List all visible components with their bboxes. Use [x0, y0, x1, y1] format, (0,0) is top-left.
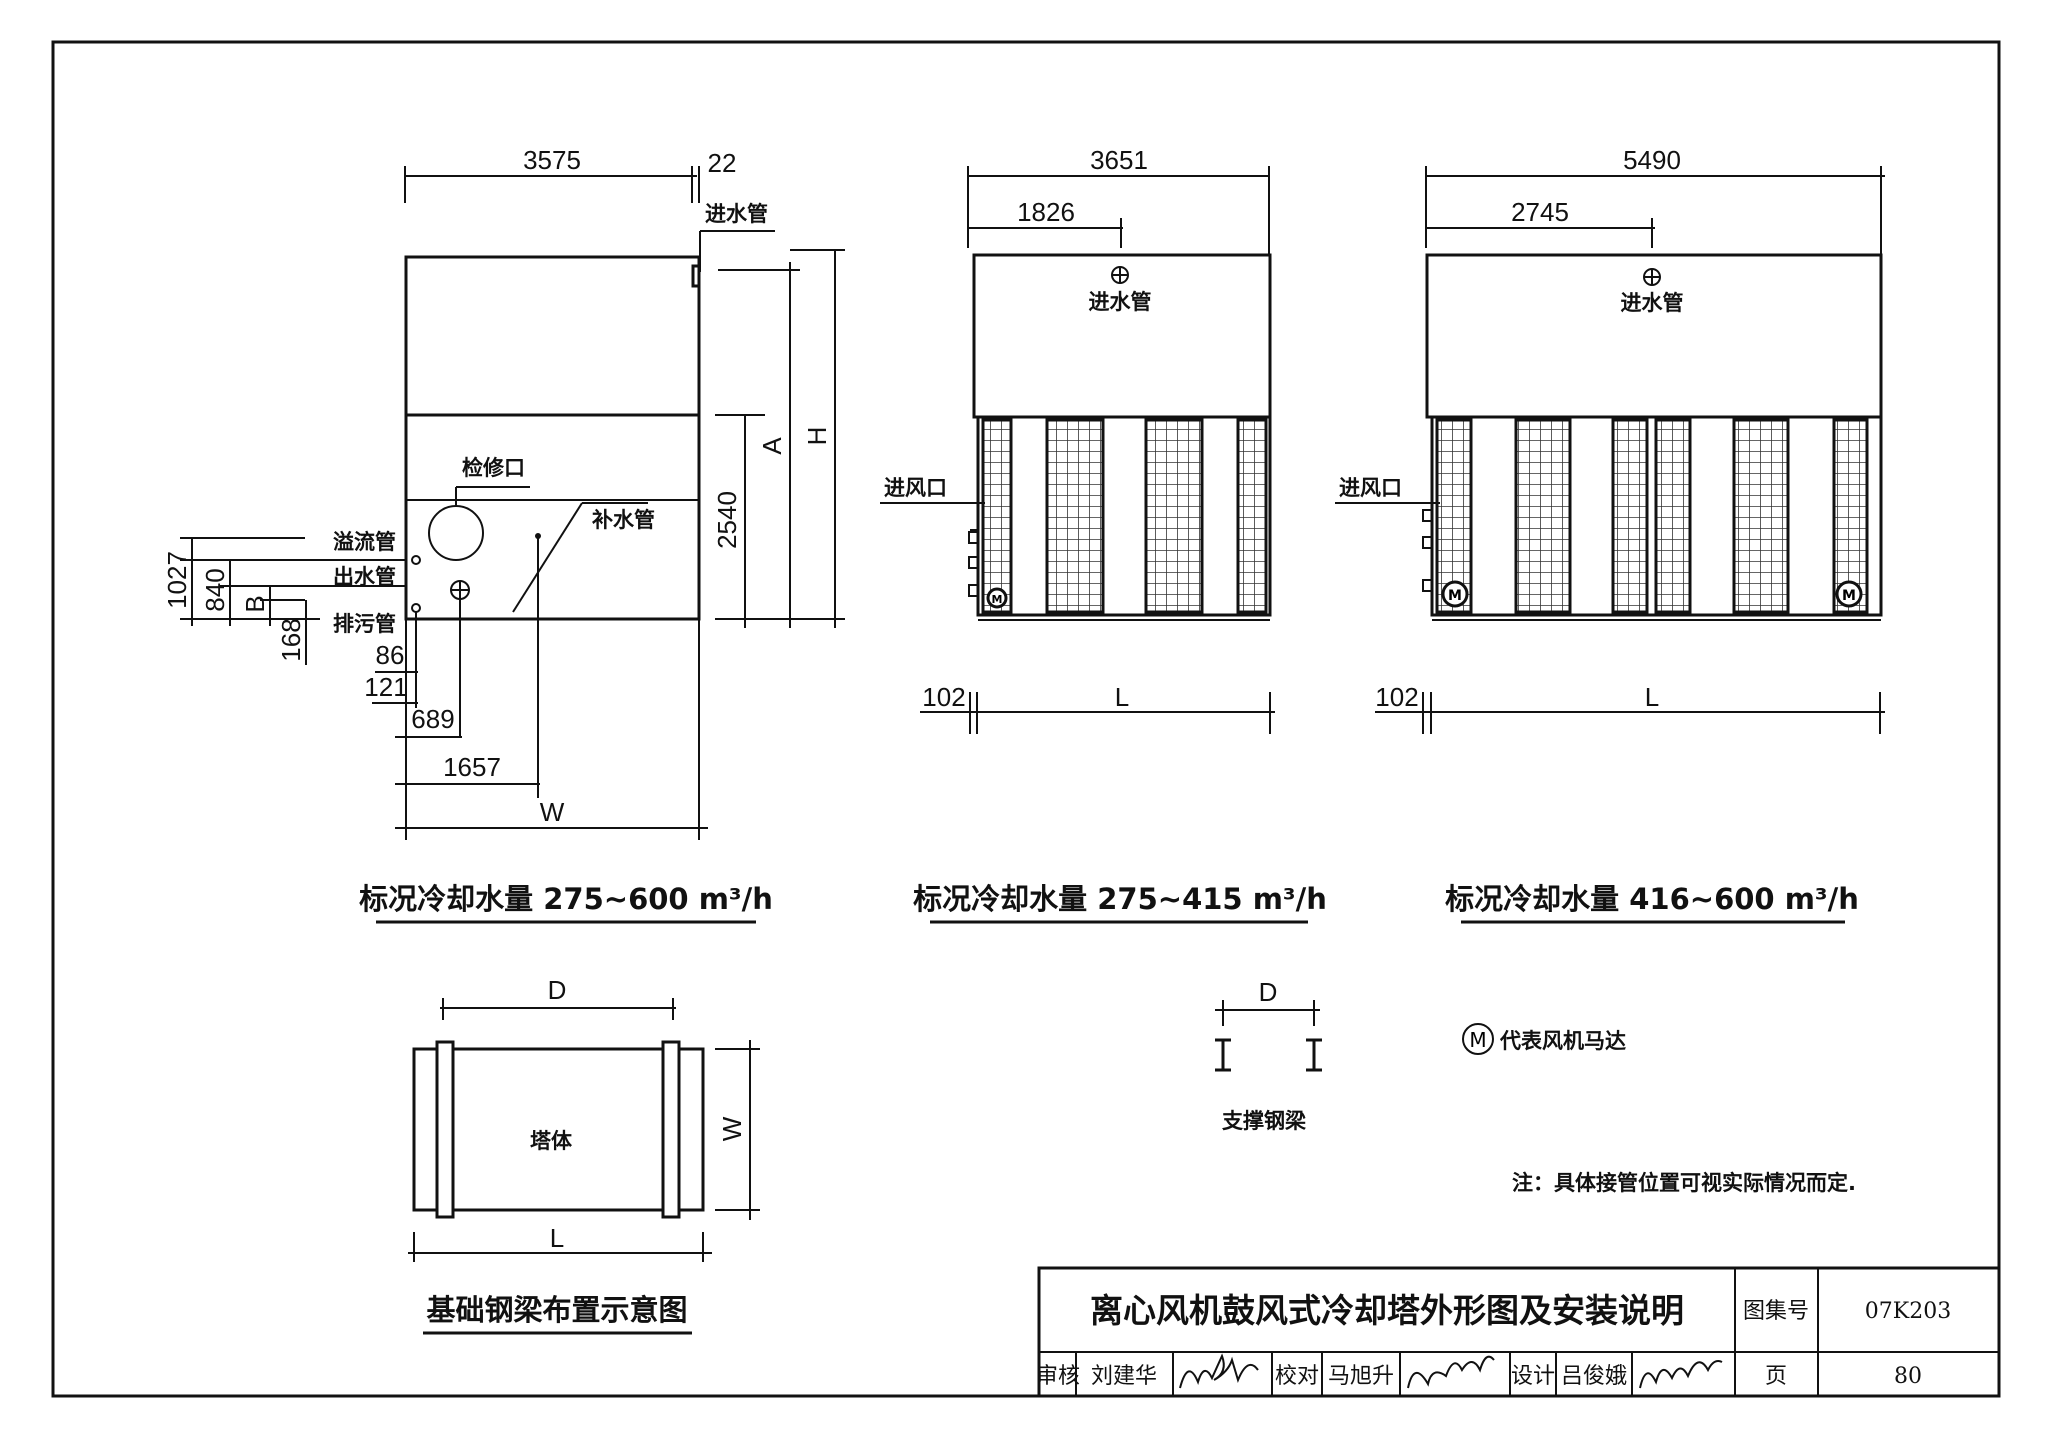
dim-1027: 1027 — [162, 551, 192, 609]
dim-102-large: 102 — [1375, 682, 1418, 712]
svg-text:M: M — [1448, 588, 1462, 604]
steel-beam-left — [435, 1040, 455, 1219]
label-inlet-pipe: 进水管 — [705, 202, 768, 226]
tower-outline — [412, 1047, 705, 1212]
dim-H: H — [802, 427, 832, 446]
dim-1826: 1826 — [1017, 197, 1075, 227]
dim-102-small: 102 — [922, 682, 965, 712]
dim-121: 121 — [364, 672, 407, 702]
front-view-large: 5490 2745 进水管 M M 进风口 102 L 标况冷却水量 416~6… — [1335, 145, 1885, 924]
i-beam-icon-left — [1215, 1038, 1231, 1072]
caption-front-large: 标况冷却水量 416~600 m³/h — [1445, 882, 1859, 916]
front-view-small: 3651 1826 进水管 M 进风口 102 L 标况冷却水量 275~415… — [880, 145, 1327, 924]
casing-large — [1425, 253, 1883, 419]
motor-icon — [986, 587, 1008, 609]
base-plan: D 塔体 W L 基础钢梁布置示意图 — [408, 975, 760, 1335]
label-inlet-pipe-small: 进水管 — [1089, 290, 1152, 314]
dim-L-large: L — [1645, 682, 1659, 712]
dim-L-small: L — [1115, 682, 1129, 712]
label-inlet-pipe-large: 进水管 — [1621, 291, 1684, 315]
caption-base-plan: 基础钢梁布置示意图 — [426, 1293, 687, 1327]
dim-3651: 3651 — [1090, 145, 1148, 175]
svg-text:M: M — [992, 593, 1003, 606]
dim-A: A — [757, 437, 787, 455]
dim-2745: 2745 — [1511, 197, 1569, 227]
page-number: 80 — [1894, 1364, 1922, 1389]
dim-D-beam: D — [1259, 977, 1278, 1007]
label-access-port: 检修口 — [462, 456, 525, 480]
label-makeup-pipe: 补水管 — [591, 508, 655, 532]
title-block: 离心风机鼓风式冷却塔外形图及安装说明 图集号 07K203 审核 刘建华 校对 … — [1036, 1266, 2001, 1398]
dim-689: 689 — [411, 704, 454, 734]
dim-86: 86 — [376, 640, 405, 670]
sheet-border — [51, 40, 2001, 1398]
note-text: 注：具体接管位置可视实际情况而定. — [1512, 1171, 1856, 1195]
caption-side-view: 标况冷却水量 275~600 m³/h — [359, 882, 773, 916]
upper-casing — [404, 255, 701, 417]
dim-840: 840 — [200, 568, 230, 611]
motor-legend: M 代表风机马达 — [1462, 1023, 1626, 1055]
caption-front-small: 标况冷却水量 275~415 m³/h — [913, 882, 1327, 916]
motor-icon-right — [1835, 580, 1863, 608]
dim-L-base: L — [550, 1223, 564, 1253]
i-beam-icon-right — [1306, 1038, 1322, 1072]
svg-text:M: M — [1469, 1028, 1486, 1052]
lower-basin — [404, 413, 701, 621]
atlas-number: 07K203 — [1865, 1299, 1951, 1324]
svg-text:M: M — [1842, 588, 1856, 604]
dim-22: 22 — [708, 148, 737, 178]
dim-W-base: W — [717, 1116, 747, 1141]
motor-icon-left — [1441, 580, 1469, 608]
steel-beam-right — [661, 1040, 681, 1219]
dim-D-base: D — [548, 975, 567, 1005]
dim-2540: 2540 — [712, 491, 742, 549]
atlas-label: 图集号 — [1743, 1299, 1809, 1324]
label-air-inlet-large: 进风口 — [1339, 476, 1402, 500]
louver-section-small — [976, 415, 1272, 617]
dim-B: B — [240, 595, 270, 612]
label-drain-pipe: 排污管 — [333, 612, 396, 636]
motor-legend-icon — [1462, 1023, 1494, 1055]
designer-name: 吕俊娥 — [1561, 1364, 1627, 1389]
review-label: 审核 — [1036, 1364, 1080, 1389]
label-air-inlet-small: 进风口 — [884, 476, 947, 500]
label-overflow-pipe: 溢流管 — [333, 530, 396, 554]
casing-small — [972, 253, 1272, 419]
checker-signature — [1407, 1355, 1495, 1389]
side-view: 3575 22 进水管 检修口 补水管 溢流管 出水管 排污管 — [162, 145, 845, 924]
designer-signature — [1639, 1360, 1723, 1389]
dim-168: 168 — [276, 618, 306, 661]
label-tower-body: 塔体 — [530, 1129, 573, 1153]
legend-text: 代表风机马达 — [1499, 1029, 1626, 1053]
reviewer-name: 刘建华 — [1091, 1364, 1157, 1389]
page-label: 页 — [1765, 1364, 1787, 1389]
dim-5490: 5490 — [1623, 145, 1681, 175]
checker-name: 马旭升 — [1328, 1364, 1394, 1389]
design-label: 设计 — [1511, 1364, 1555, 1389]
reviewer-signature — [1179, 1353, 1259, 1389]
label-support-beam: 支撑钢梁 — [1222, 1109, 1307, 1133]
dim-W-side: W — [540, 797, 565, 827]
support-beam-detail: D 支撑钢梁 — [1215, 977, 1322, 1133]
dim-1657: 1657 — [443, 752, 501, 782]
drawing-title: 离心风机鼓风式冷却塔外形图及安装说明 — [1090, 1291, 1684, 1330]
check-label: 校对 — [1275, 1364, 1319, 1389]
dim-3575: 3575 — [523, 145, 581, 175]
